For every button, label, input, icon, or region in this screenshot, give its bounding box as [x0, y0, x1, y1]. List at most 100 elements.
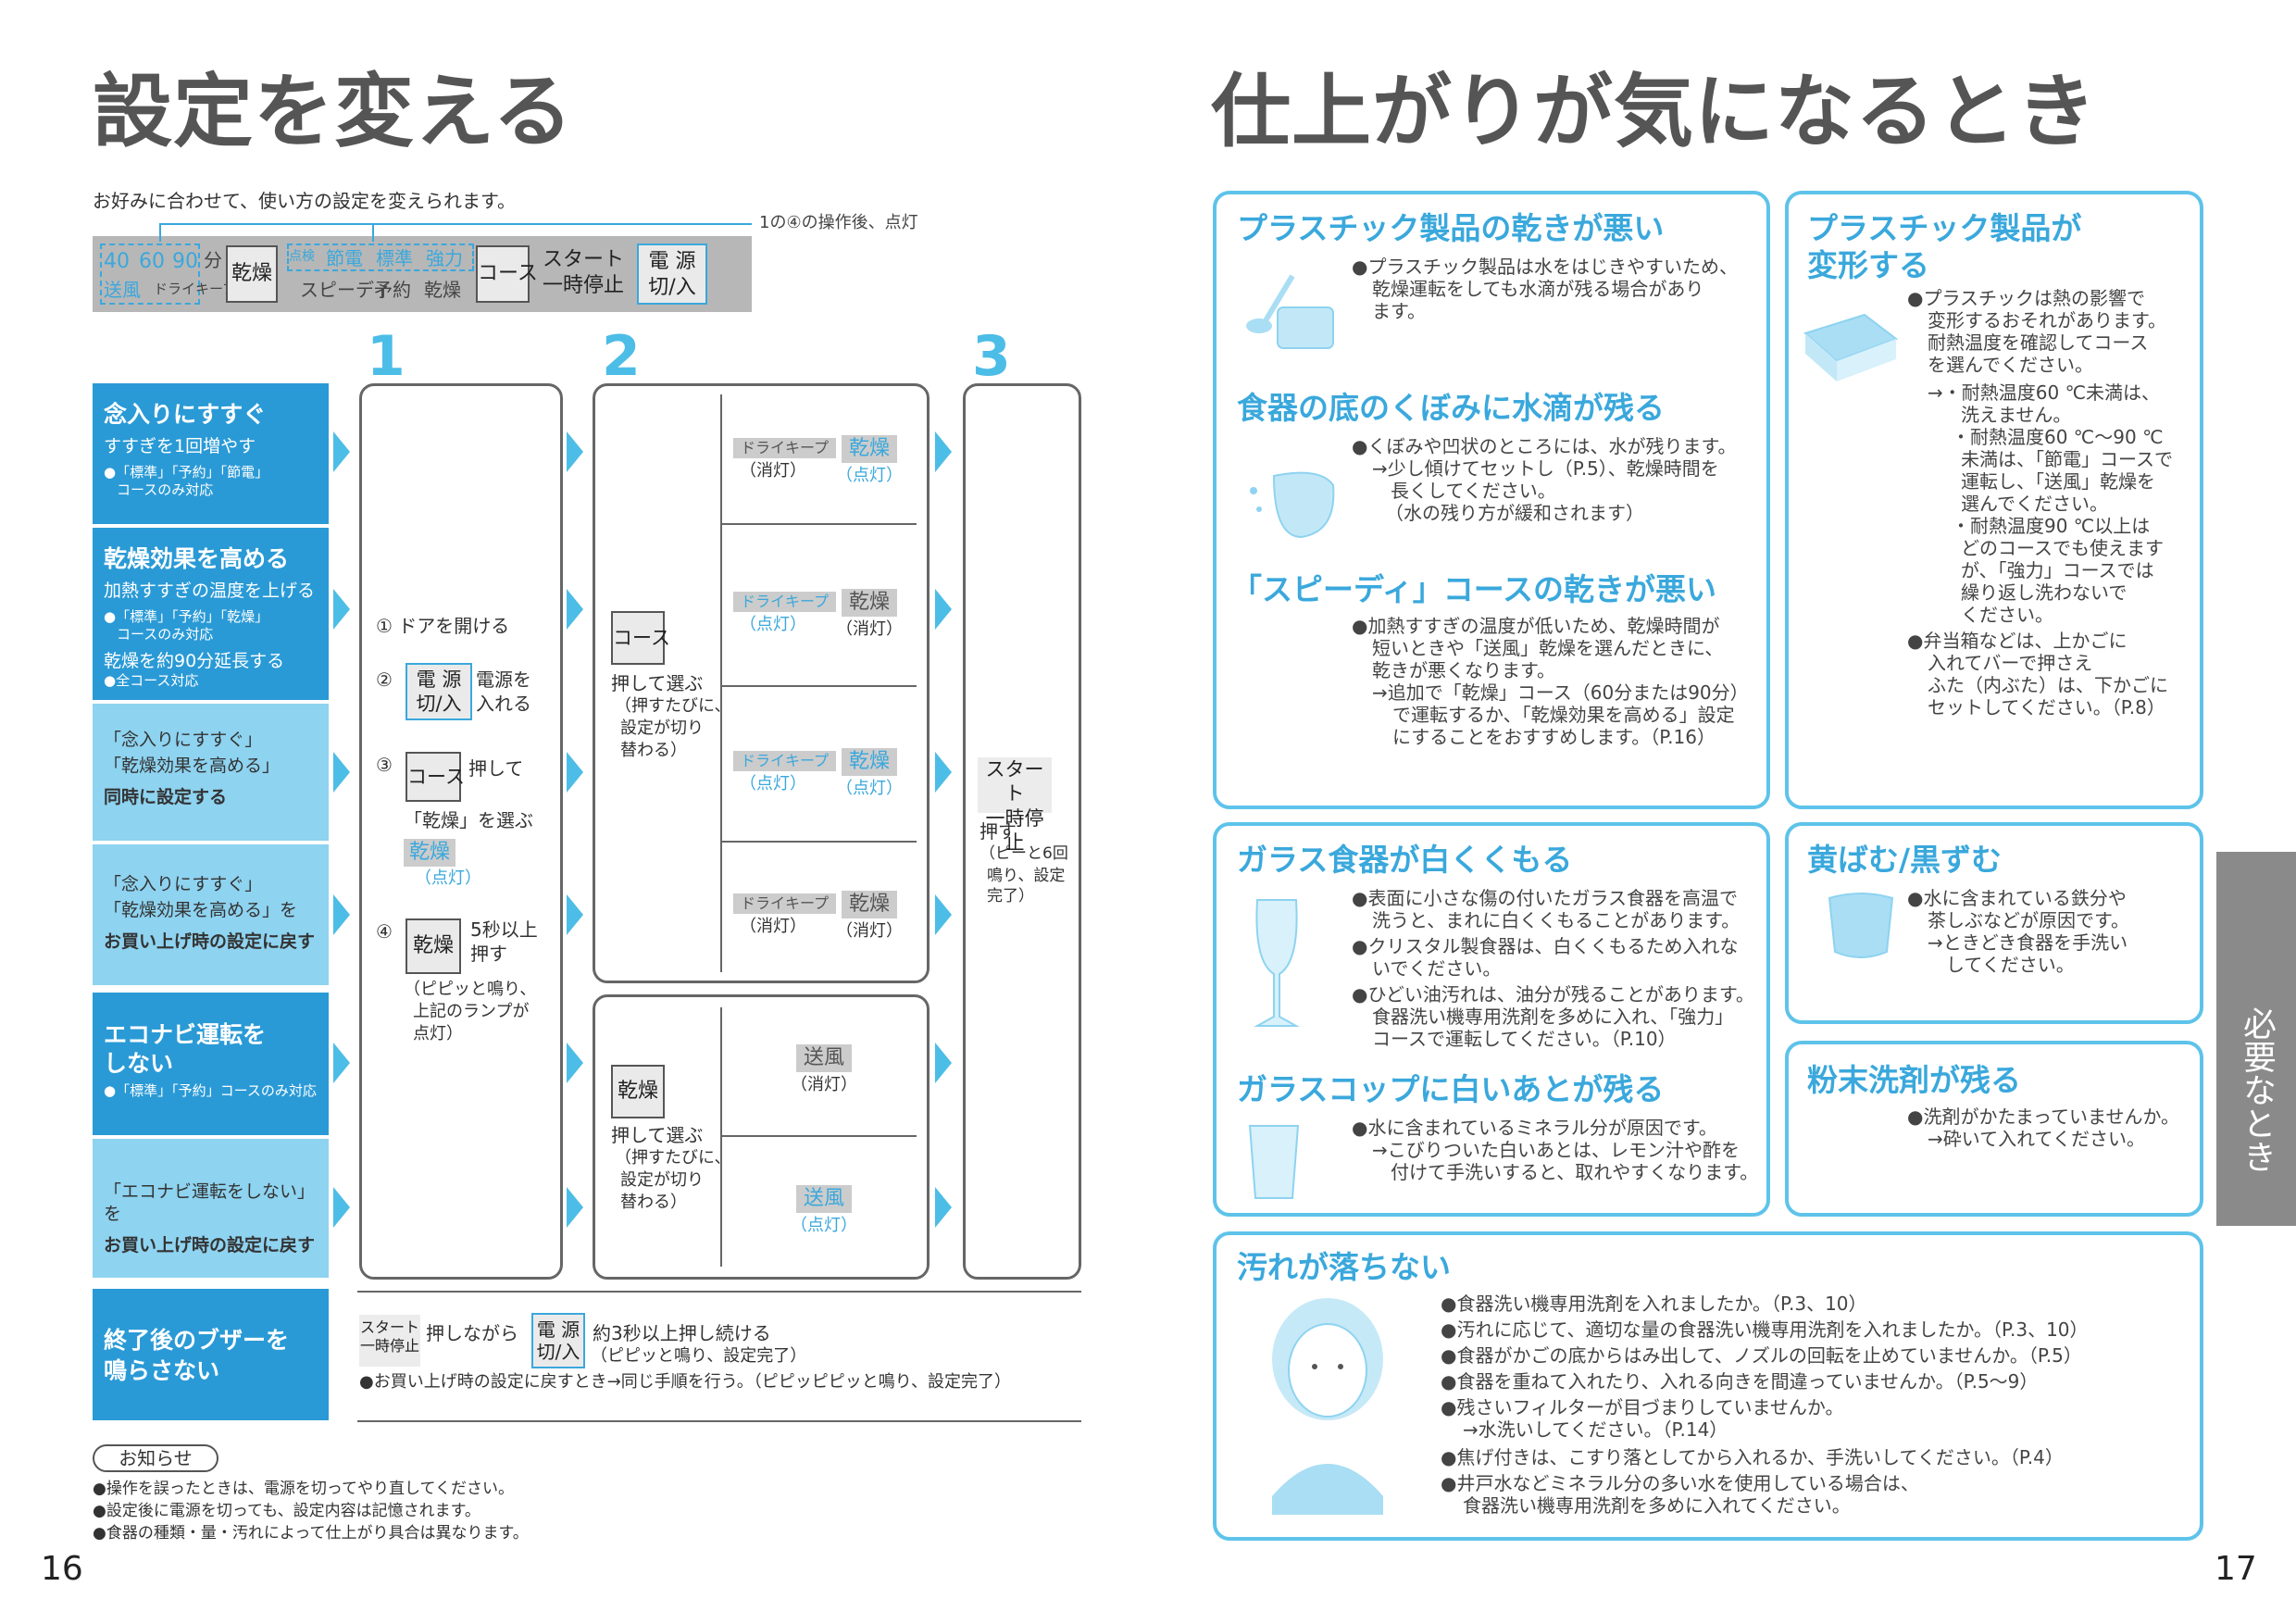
- arrow-icon: [935, 1043, 952, 1083]
- lamp-state: （消灯）: [791, 1074, 857, 1094]
- step3-note: 鳴り、設定: [987, 867, 1066, 885]
- course-button-step2[interactable]: コース: [611, 611, 670, 665]
- row-line: 同時に設定する: [104, 786, 228, 807]
- box-glass: [1213, 822, 1770, 1217]
- page-title-right: 仕上がりが気になるとき: [1211, 66, 2097, 158]
- lamp-state: （点灯）: [740, 615, 806, 634]
- lunchbox-icon: [1803, 313, 1899, 381]
- text-line: セットしてください。（P.8）: [1928, 696, 2165, 718]
- row-title: エコナビ運転を: [104, 1021, 267, 1048]
- text-line: いでください。: [1372, 957, 1502, 980]
- text-line: ●食器を重ねて入れたり、入れる向きを間違っていませんか。（P.5～9）: [1441, 1370, 2039, 1393]
- text-line: 付けて手洗いすると、取れやすくなります。: [1391, 1161, 1759, 1183]
- course-button-step[interactable]: コース: [406, 752, 465, 802]
- text-line: 乾燥運転をしても水滴が残る場合があり: [1372, 278, 1704, 300]
- soufu-lamp: 送風: [795, 1044, 852, 1072]
- heading-glass-marks: ガラスコップに白いあとが残る: [1237, 1071, 1665, 1107]
- arrow-icon: [567, 431, 583, 472]
- start-button-buzzer[interactable]: スタート 一時停止: [359, 1315, 420, 1367]
- arrow-icon: [333, 1187, 350, 1228]
- start-button-step3[interactable]: スタート 一時停止: [978, 757, 1052, 854]
- notice-item: ●食器の種類・量・汚れによって仕上がり具合は異なります。: [93, 1524, 529, 1543]
- power-button-buzzer[interactable]: 電 源 切/入: [531, 1313, 585, 1368]
- text-line: 選んでください。: [1961, 493, 2108, 515]
- lamp-state: （点灯）: [836, 778, 903, 798]
- text-line: ●井戸水などミネラル分の多い水を使用している場合は、: [1441, 1472, 1919, 1494]
- lamp-90: 90: [172, 250, 198, 273]
- heading-yellow: 黄ばむ/黒ずむ: [1807, 842, 2003, 878]
- text-line: してください。: [1946, 954, 2075, 976]
- pause-label: 一時停止: [985, 806, 1044, 854]
- row-sub: すすぎを1回増やす: [104, 436, 256, 457]
- kansou-button[interactable]: 乾燥: [226, 245, 278, 303]
- step1-kansou-lit: 乾燥: [404, 839, 456, 867]
- text-line: 耐熱温度を確認してコース: [1928, 331, 2149, 354]
- bowl-icon: [1250, 471, 1335, 539]
- arrow-icon: [935, 894, 952, 935]
- row-line: 「乾燥効果を高める」: [104, 755, 281, 776]
- arrow-icon: [935, 431, 952, 472]
- start-button[interactable]: スタート 一時停止: [541, 247, 626, 303]
- arrow-icon: [935, 589, 952, 630]
- text-line: （水の残り方が緩和されます）: [1385, 502, 1644, 524]
- text-line: コースで運転してください。（P.10）: [1372, 1028, 1677, 1050]
- teacup-icon: [1828, 893, 1894, 958]
- text-line: ・耐熱温度60 ℃～90 ℃: [1952, 426, 2164, 448]
- text-line: ●プラスチック製品は水をはじきやすいため、: [1352, 256, 1739, 278]
- text-line: ます。: [1372, 300, 1426, 322]
- lamp-setsuden: 節電: [326, 247, 363, 269]
- notice-label: お知らせ: [93, 1444, 218, 1472]
- arrow-icon: [567, 752, 583, 793]
- text-line: で運転するか、「乾燥効果を高める」設定: [1392, 704, 1735, 726]
- text-line: ●加熱すすぎの温度が低いため、乾燥時間が: [1352, 615, 1720, 637]
- cell-drykeep: ドライキープ（点灯）: [733, 748, 837, 795]
- start-label: スタート: [359, 1318, 419, 1336]
- arrow-icon: [567, 894, 583, 935]
- step1-note: 点灯）: [413, 1024, 463, 1043]
- step1-num2: ②: [376, 668, 393, 691]
- start-label: スタート: [985, 758, 1044, 806]
- kansou-button-step2[interactable]: 乾燥: [611, 1065, 665, 1118]
- row-note: コースのみ対応: [117, 481, 214, 498]
- step3-note: 完了）: [987, 887, 1034, 906]
- step1-select: 「乾燥」を選ぶ: [404, 809, 533, 831]
- step1-hold: 5秒以上: [470, 918, 538, 941]
- row-note: ●「標準」「予約」「節電」: [104, 464, 269, 481]
- row-line: 「エコナビ運転をしない」を: [104, 1181, 316, 1224]
- text-line: ●プラスチックは熱の影響で: [1907, 287, 2146, 309]
- notice-item: ●設定後に電源を切っても、設定内容は記憶されます。: [93, 1502, 480, 1520]
- panel-note: 1の④の操作後、点灯: [759, 213, 918, 232]
- plastic-container-icon: [1246, 274, 1334, 349]
- step3-column: [963, 383, 1081, 1280]
- heading-dish-hollow: 食器の底のくぼみに水滴が残る: [1237, 390, 1665, 426]
- row-title: 終了後のブザーを: [104, 1327, 290, 1354]
- cell-soufu: 送風（点灯）: [768, 1185, 880, 1236]
- step2-select: 押して選ぶ: [611, 672, 704, 694]
- kansou-lamp: 乾燥: [841, 435, 897, 463]
- callout-line: [159, 223, 752, 225]
- step-number-3: 3: [972, 324, 1011, 389]
- text-line: ふた（内ぶた）は、下かごに: [1928, 674, 2168, 696]
- text-line: ●食器がかごの底からはみ出して、ノズルの回転を止めていませんか。（P.5）: [1441, 1344, 2082, 1367]
- course-button[interactable]: コース: [476, 245, 538, 303]
- step1-course-text: 押して: [468, 757, 524, 780]
- box-plastic-deform: [1785, 191, 2203, 809]
- cell-kansou: 乾燥（点灯）: [830, 435, 909, 486]
- divider: [720, 1135, 917, 1137]
- step3-note: （ピーと6回: [980, 844, 1068, 863]
- kansou-button-step[interactable]: 乾燥: [406, 918, 461, 974]
- divider: [720, 841, 917, 843]
- text-line: ●汚れに応じて、適切な量の食器洗い機専用洗剤を入れましたか。（P.3、10）: [1441, 1318, 2089, 1341]
- buzzer-press: 押しながら: [426, 1322, 518, 1344]
- text-line: 長くしてください。: [1391, 480, 1556, 502]
- cell-kansou: 乾燥（点灯）: [830, 748, 909, 799]
- lamp-60: 60: [139, 250, 165, 273]
- power-button[interactable]: 電 源 切/入: [637, 244, 707, 305]
- text-line: 運転し、「送風」乾燥を: [1961, 470, 2155, 493]
- power-button-step[interactable]: 電 源 切/入: [406, 663, 472, 720]
- row-kansou: 乾燥効果を高める 加熱すすぎの温度を上げる ●「標準」「予約」「乾燥」 コースの…: [93, 528, 329, 700]
- step1-note: （ピピッと鳴り、: [404, 980, 537, 999]
- step2-note: （押すたびに、: [615, 1148, 731, 1168]
- step1-note: 上記のランプが: [413, 1002, 530, 1021]
- text-line: が、「強力」コースでは: [1961, 559, 2154, 581]
